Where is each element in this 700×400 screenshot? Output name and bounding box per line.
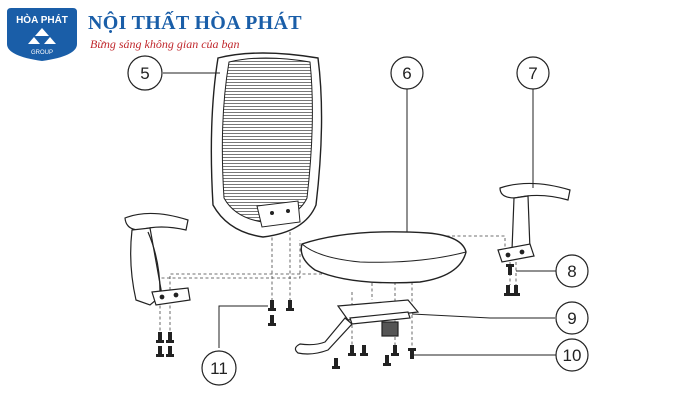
logo-triangles-icon (28, 28, 56, 44)
svg-text:9: 9 (567, 309, 576, 328)
callout-7: 7 (516, 56, 550, 90)
callout-9: 9 (555, 301, 589, 335)
left-armrest-part (124, 212, 191, 306)
logo-top-text: HÒA PHÁT (16, 13, 68, 26)
logo-bottom-text: GROUP (31, 50, 53, 56)
svg-text:10: 10 (563, 346, 582, 365)
callout-5: 5 (127, 55, 163, 91)
mechanism-plate-part (294, 299, 420, 355)
svg-text:8: 8 (567, 262, 576, 281)
callout-8: 8 (555, 254, 589, 288)
leader-lines (163, 72, 556, 356)
seat-part (300, 231, 467, 284)
callout-6: 6 (390, 56, 424, 90)
svg-text:6: 6 (402, 64, 411, 83)
screw-icons (156, 264, 520, 369)
hoa-phat-logo: HÒA PHÁT GROUP (7, 8, 77, 61)
callout-10: 10 (555, 338, 589, 372)
brand-slogan: Bừng sáng không gian của bạn (90, 37, 240, 51)
svg-text:11: 11 (210, 359, 228, 378)
brand-name: NỘI THẤT HÒA PHÁT (88, 12, 302, 34)
svg-text:7: 7 (528, 64, 537, 83)
right-armrest-part (497, 182, 571, 263)
callout-11: 11 (201, 350, 237, 386)
backrest-part (210, 52, 323, 238)
assembly-guide-lines (144, 210, 517, 350)
svg-text:5: 5 (140, 64, 149, 83)
